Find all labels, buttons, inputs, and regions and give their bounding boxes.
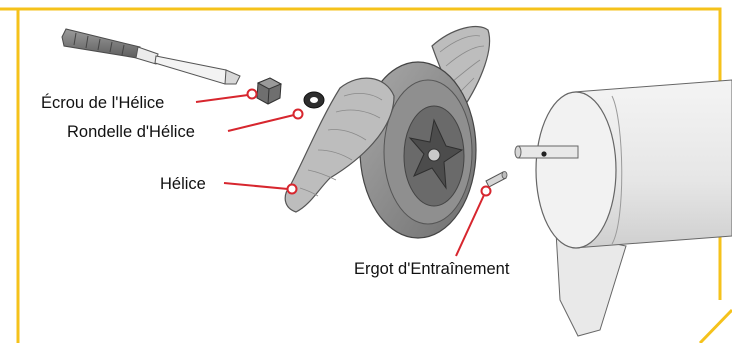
- propeller-label: Hélice: [160, 176, 206, 193]
- yellow-frame-corner: [700, 310, 732, 343]
- propeller-washer-icon: [304, 92, 324, 108]
- callout-propeller: [224, 183, 297, 194]
- callout-washer: [228, 110, 303, 132]
- drive-pin-icon: [486, 172, 507, 188]
- propeller-icon: [285, 27, 489, 238]
- drive-pin-label: Ergot d'Entraînement: [354, 261, 509, 278]
- propeller-nut-icon: [257, 78, 281, 104]
- screwdriver-icon: [62, 29, 240, 84]
- callout-nut: [196, 90, 257, 103]
- motor-icon: [515, 80, 732, 336]
- propeller-nut-label: Écrou de l'Hélice: [41, 95, 164, 112]
- propeller-washer-label: Rondelle d'Hélice: [67, 124, 195, 141]
